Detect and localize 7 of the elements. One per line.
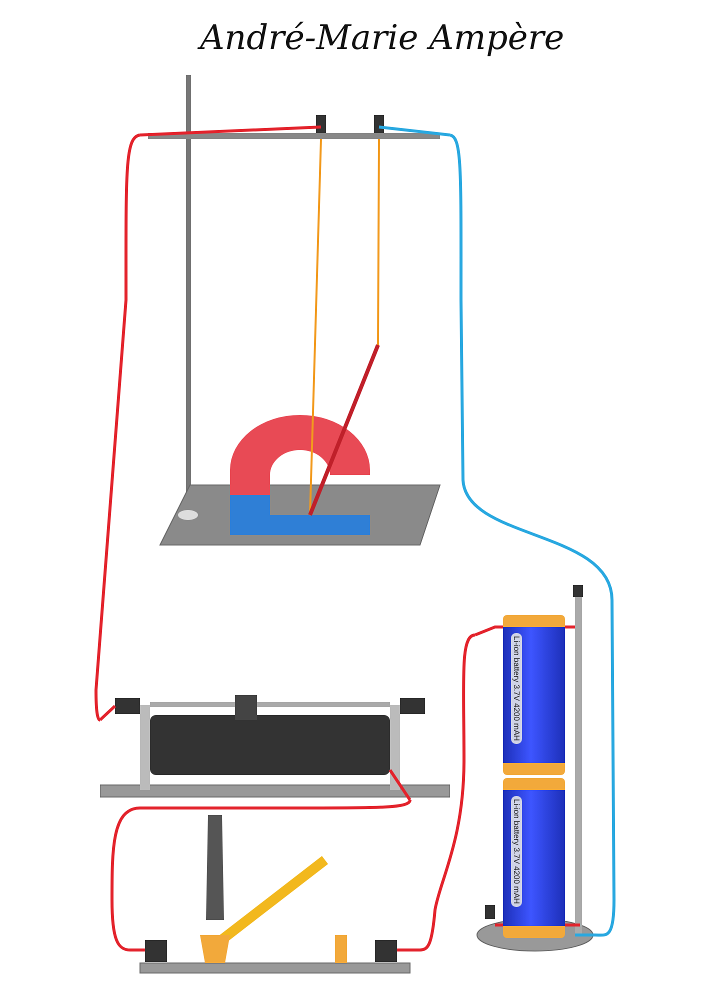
battery-label: Li-ion battery 3.7V 4200 mAH: [511, 796, 522, 907]
wire: [94, 134, 141, 721]
battery-cell: [503, 778, 565, 938]
wire: [448, 134, 616, 936]
battery-cell: [503, 615, 565, 775]
title: André-Marie Ampère: [200, 18, 564, 58]
battery-label: Li-ion battery 3.7V 4200 mAH: [511, 633, 522, 744]
